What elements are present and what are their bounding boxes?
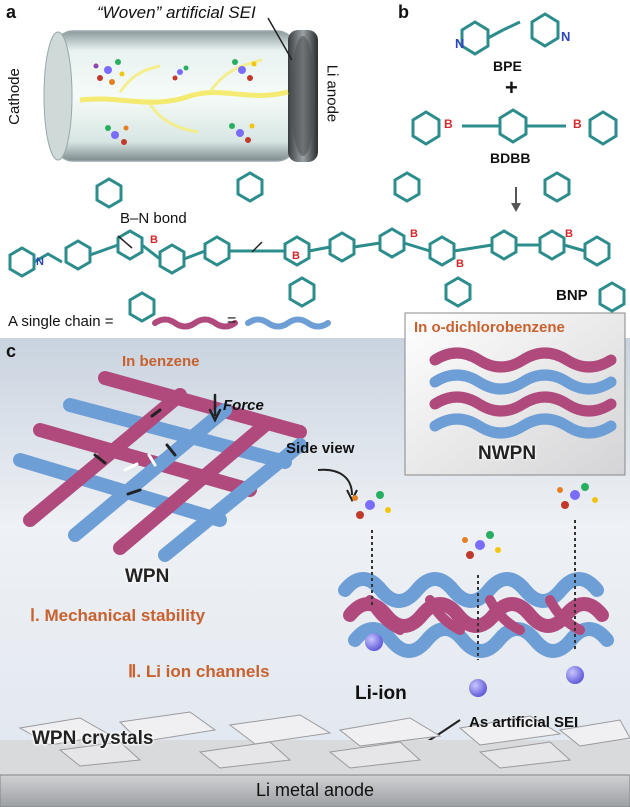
electrolyte-molecule — [172, 65, 189, 81]
solvent-odcb-label: In o-dichlorobenzene — [414, 319, 565, 336]
chain-legend-text: A single chain = — [8, 313, 114, 330]
property-li-channels: Ⅱ. Li ion channels — [128, 662, 270, 681]
force-label: Force — [223, 397, 264, 414]
b-atom-label: B — [456, 258, 464, 270]
side-view-molecule-1 — [352, 491, 391, 519]
li-ion-sphere — [365, 633, 383, 651]
li-ion-sphere — [469, 679, 487, 697]
b-atom-label: B — [444, 117, 453, 131]
wpn-crystals-layer — [0, 711, 630, 775]
electrolyte-molecule — [229, 123, 255, 143]
sei-pointer-line — [267, 17, 293, 61]
solvent-benzene-label: In benzene — [122, 353, 200, 370]
bond-pointer-1 — [117, 235, 133, 249]
bpe-molecule — [460, 12, 560, 56]
nwpn-inset — [404, 312, 626, 476]
wpn-label: WPN — [125, 566, 170, 587]
electrolyte-molecule — [232, 59, 257, 81]
cathode-label: Cathode — [5, 68, 23, 125]
bnp-polymer-chain — [8, 171, 626, 323]
legend-pink-chain — [152, 316, 238, 330]
chain-legend-equals: = — [227, 312, 237, 329]
panel-b-letter: b — [398, 2, 409, 22]
electrolyte-molecule — [93, 59, 125, 85]
b-atom-label: B — [150, 234, 158, 246]
wpn-crystals-label: WPN crystals — [32, 728, 154, 749]
panel-a-title: “Woven” artificial SEI — [97, 3, 256, 22]
bond-pointer-2 — [251, 241, 263, 253]
bnp-label: BNP — [556, 287, 588, 304]
panel-a-letter: a — [6, 2, 17, 22]
legend-blue-chain — [245, 316, 331, 330]
b-atom-label: B — [573, 117, 582, 131]
side-view-molecule-3 — [557, 483, 598, 509]
n-atom-label: N — [561, 29, 571, 44]
bdbb-molecule — [411, 108, 618, 146]
property-mechanical: Ⅰ. Mechanical stability — [30, 606, 206, 625]
li-ion-sphere — [566, 666, 584, 684]
plus-sign: + — [505, 75, 518, 100]
b-atom-label: B — [410, 228, 418, 240]
artificial-sei-label: As artificial SEI — [469, 714, 579, 731]
bdbb-label: BDBB — [490, 150, 531, 166]
li-metal-anode-label: Li metal anode — [255, 780, 375, 800]
bpe-label: BPE — [493, 58, 522, 74]
li-metal-anode-slab — [0, 774, 630, 807]
side-view-molecule-2 — [462, 531, 501, 559]
b-atom-label: B — [292, 250, 300, 262]
wpn-woven-mesh — [13, 371, 307, 562]
side-view-woven-film — [338, 572, 614, 658]
n-atom-label: N — [36, 256, 44, 268]
n-atom-label: N — [455, 36, 465, 51]
li-ion-label: Li-ion — [355, 683, 407, 704]
bn-bond-label: B–N bond — [120, 210, 187, 227]
b-atom-label: B — [565, 228, 573, 240]
reaction-arrow-head — [511, 203, 521, 212]
side-view-label: Side view — [286, 440, 355, 457]
battery-cylinder — [43, 17, 318, 162]
panel-c-letter: c — [6, 341, 17, 361]
electrolyte-molecule — [105, 125, 129, 145]
anode-label: Li anode — [323, 64, 341, 123]
nwpn-label: NWPN — [478, 443, 537, 464]
side-view-arrow — [317, 468, 353, 496]
